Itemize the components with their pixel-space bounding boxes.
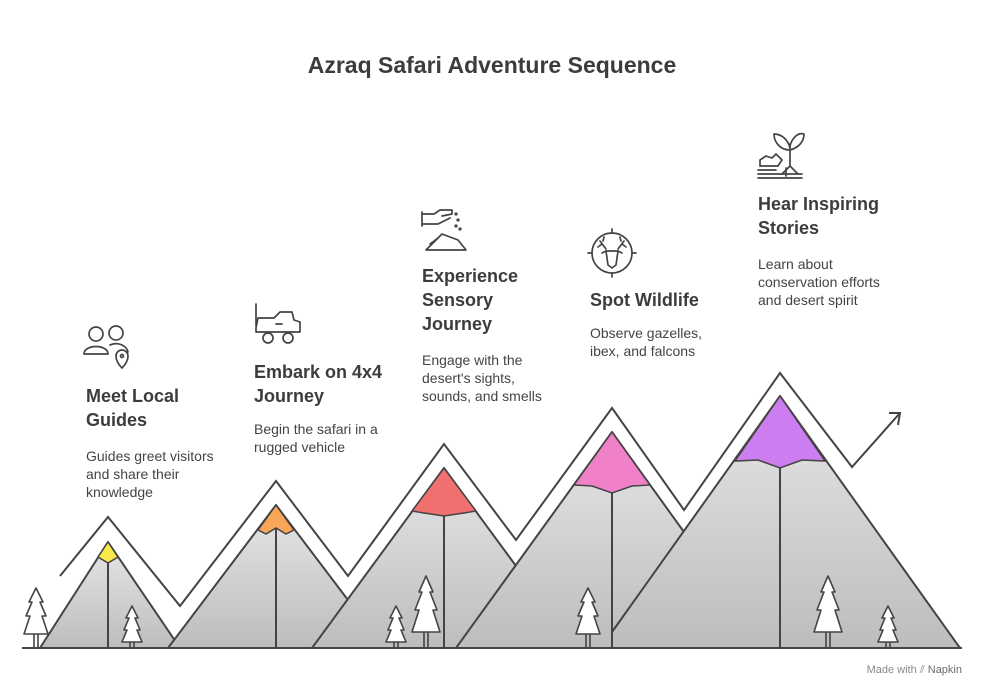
- pine-tree-icon: [411, 575, 441, 648]
- mountain-5: [611, 394, 961, 649]
- step-4-desc-line: ibex, and falcons: [590, 343, 696, 359]
- step-3-title-line: Experience: [422, 266, 519, 286]
- step-1-title-line: Meet Local: [86, 386, 180, 406]
- step-1-title-line: Guides: [86, 410, 148, 430]
- step-5-title-line: Stories: [758, 218, 820, 238]
- step-1-desc-line: and share their: [86, 466, 180, 482]
- step-2-desc-line: rugged vehicle: [254, 439, 346, 455]
- step-2-desc-line: Begin the safari in a: [254, 421, 378, 437]
- pine-tree-icon: [575, 587, 601, 648]
- step-5-desc-line: conservation efforts: [758, 274, 880, 290]
- watermark-prefix: Made with: [866, 664, 917, 676]
- step-4-title-line: Spot Wildlife: [590, 290, 699, 310]
- pine-tree-icon: [23, 587, 49, 648]
- arrow-head-icon: [889, 412, 902, 426]
- deer-target-icon: [587, 228, 637, 278]
- step-2-title: Embark on 4x4 Journey: [254, 360, 382, 408]
- step-4-desc-line: Observe gazelles,: [590, 325, 703, 341]
- step-5-title-line: Hear Inspiring: [758, 194, 880, 214]
- pine-tree-icon: [877, 605, 899, 648]
- step-5-desc-line: Learn about: [758, 256, 833, 272]
- step-3-desc-line: sounds, and smells: [422, 388, 542, 404]
- step-1-desc-line: knowledge: [86, 484, 153, 500]
- step-3-title-line: Journey: [422, 314, 493, 334]
- peak-cap-5: [733, 394, 827, 469]
- step-1-description: Guides greet visitors and share their kn…: [86, 447, 214, 501]
- step-3-title: Experience Sensory Journey: [422, 264, 518, 336]
- mountain-1: [39, 540, 181, 649]
- step-5-title: Hear Inspiring Stories: [758, 192, 879, 240]
- step-5-description: Learn about conservation efforts and des…: [758, 255, 880, 309]
- mountain-3: [311, 466, 517, 649]
- pine-tree-icon: [385, 605, 407, 648]
- napkin-logo-icon: ⫽: [919, 664, 925, 676]
- sand-hand-icon: [421, 209, 467, 251]
- watermark[interactable]: Made with ⫽ Napkin: [867, 664, 962, 677]
- diagram-title: Azraq Safari Adventure Sequence: [307, 52, 677, 78]
- mountain-2: [167, 503, 349, 649]
- jeep-icon: [255, 303, 301, 344]
- step-2-title-line: Journey: [254, 386, 325, 406]
- peak-cap-4: [572, 430, 652, 494]
- step-1-desc-line: Guides greet visitors: [86, 448, 214, 464]
- step-3-desc-line: Engage with the: [422, 352, 523, 368]
- step-2-title-line: Embark on 4x4: [254, 362, 383, 382]
- step-1-title: Meet Local Guides: [86, 384, 179, 432]
- step-4-title: Spot Wildlife: [590, 288, 699, 312]
- zigzag-line: [59, 371, 901, 608]
- plant-hand-icon: [757, 132, 805, 179]
- step-2-description: Begin the safari in a rugged vehicle: [254, 420, 378, 456]
- step-4-description: Observe gazelles, ibex, and falcons: [590, 324, 702, 360]
- step-3-description: Engage with the desert's sights, sounds,…: [422, 351, 542, 405]
- pine-tree-icon: [813, 575, 843, 648]
- people-location-icon: [83, 325, 129, 369]
- step-3-desc-line: desert's sights,: [422, 370, 515, 386]
- step-3-title-line: Sensory: [422, 290, 494, 310]
- step-5-desc-line: and desert spirit: [758, 292, 858, 308]
- pine-tree-icon: [121, 605, 143, 648]
- watermark-brand: Napkin: [927, 664, 962, 676]
